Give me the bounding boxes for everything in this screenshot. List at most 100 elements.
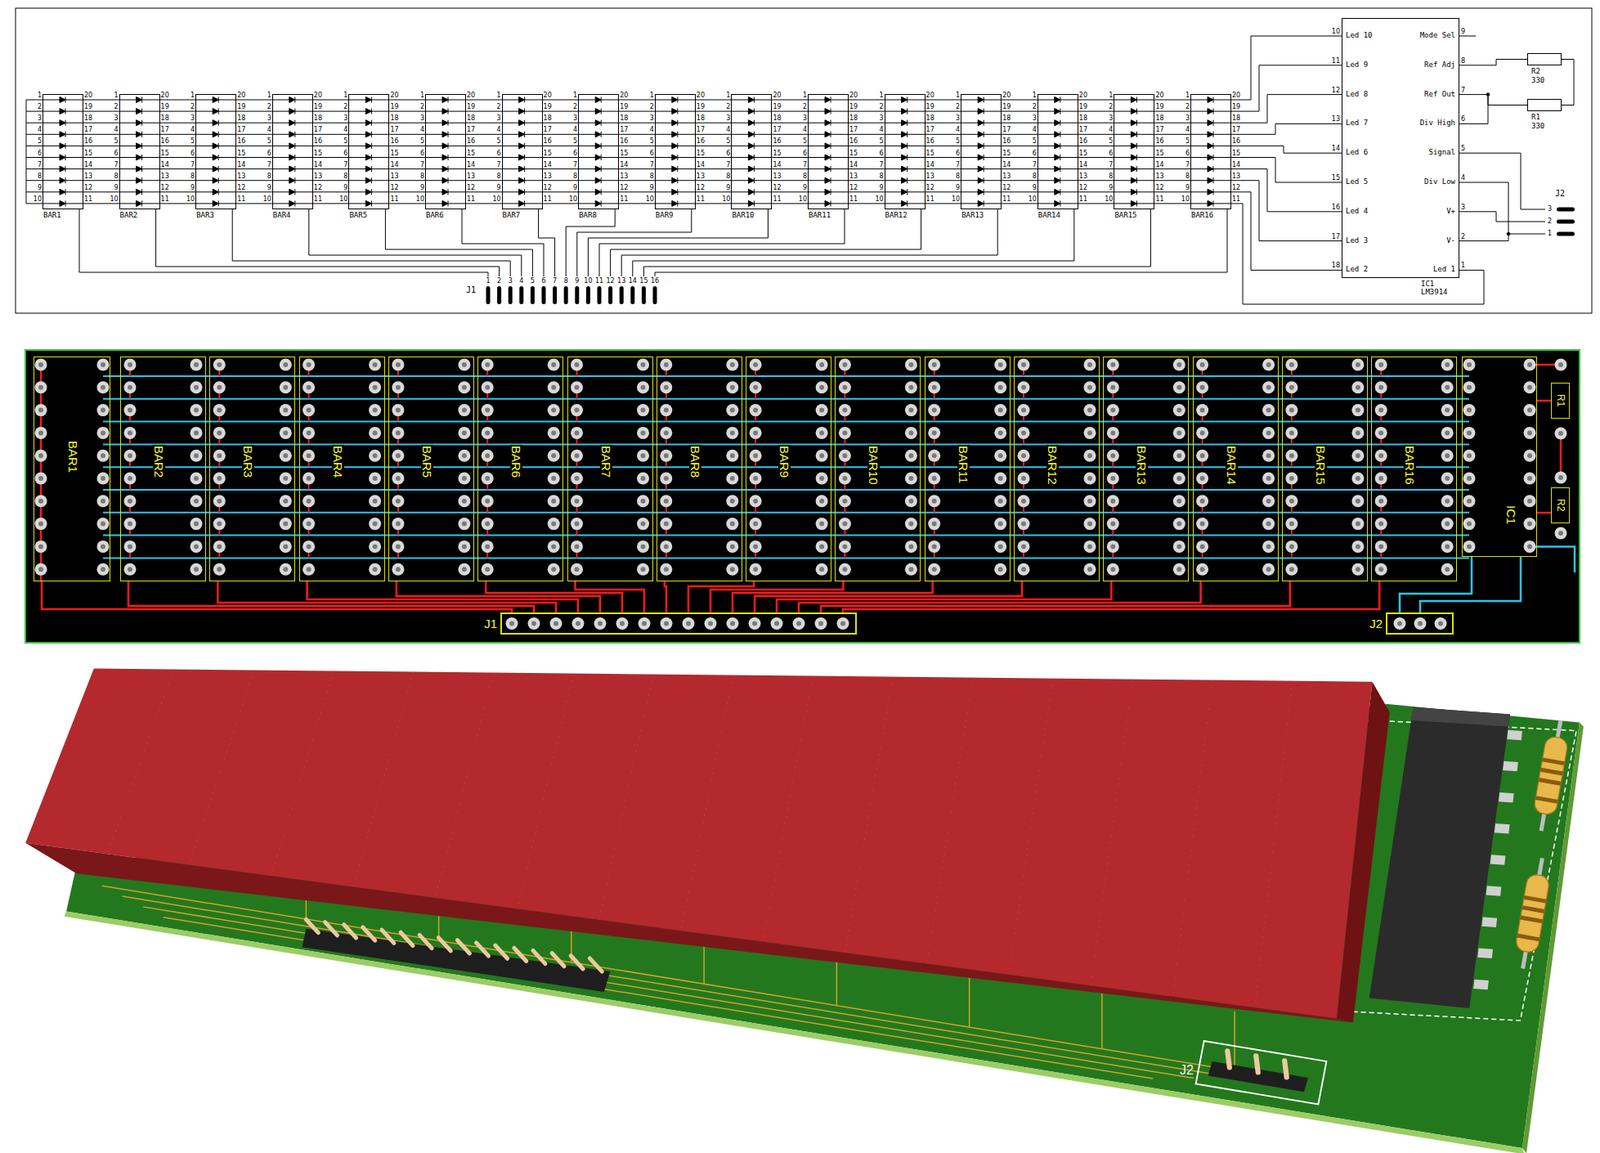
pcb-drill bbox=[461, 498, 467, 504]
diode-bar bbox=[294, 108, 296, 115]
diode-bar bbox=[141, 165, 143, 172]
bus-wire bbox=[389, 111, 426, 113]
diode-lead bbox=[1037, 134, 1055, 135]
pcb-pad bbox=[1107, 494, 1120, 507]
pcb-pad bbox=[1463, 426, 1476, 440]
bus-wire bbox=[466, 168, 502, 170]
pin-number: 17 bbox=[161, 126, 170, 134]
pcb-drill bbox=[282, 566, 288, 572]
pcb-pad bbox=[1107, 426, 1120, 440]
diode-lead bbox=[42, 122, 60, 124]
diode-bar bbox=[830, 165, 832, 172]
diode-bar bbox=[983, 120, 985, 126]
pcb-pad bbox=[927, 380, 941, 394]
diode-lead bbox=[65, 145, 84, 147]
schematic-wire bbox=[385, 209, 533, 277]
diode-symbol bbox=[901, 165, 908, 172]
diode-lead bbox=[195, 111, 213, 113]
pcb-drill bbox=[932, 566, 937, 572]
pcb-drill bbox=[127, 566, 133, 572]
pin-name: V- bbox=[1446, 237, 1456, 245]
diode-bar bbox=[983, 108, 985, 115]
pcb-drill bbox=[100, 385, 106, 390]
diode-symbol bbox=[1054, 177, 1061, 184]
pin-number: 16 bbox=[161, 138, 170, 145]
pcb-pad bbox=[1107, 358, 1120, 372]
pcb-pad bbox=[1441, 494, 1454, 507]
diode-lead bbox=[295, 122, 314, 124]
pcb-pad bbox=[1196, 563, 1209, 576]
bus-wire bbox=[236, 134, 273, 135]
bus-wire bbox=[1001, 191, 1038, 193]
pin-stub bbox=[1459, 35, 1476, 37]
pcb-pad bbox=[1463, 403, 1476, 417]
diode-bar bbox=[218, 165, 220, 172]
part-reference: BAR11 bbox=[957, 444, 970, 485]
diode-lead bbox=[600, 99, 619, 101]
pcb-pad bbox=[481, 358, 494, 372]
bar-footprint: BAR9 bbox=[745, 356, 832, 582]
diode-symbol bbox=[212, 188, 219, 195]
diode-lead bbox=[501, 99, 520, 101]
diode-lead bbox=[600, 111, 619, 113]
diode-bar bbox=[676, 97, 678, 104]
pcb-3d-render bbox=[25, 667, 1584, 1153]
pcb-pad bbox=[457, 517, 471, 530]
pcb-drill bbox=[372, 543, 378, 549]
diode-lead bbox=[753, 111, 772, 113]
pcb-drill bbox=[842, 362, 848, 368]
pcb-pad bbox=[636, 540, 650, 553]
diode-bar bbox=[218, 120, 220, 126]
pcb-drill bbox=[1466, 452, 1472, 458]
diode-symbol bbox=[824, 188, 831, 195]
diode-bar bbox=[1136, 120, 1138, 126]
pcb-pad bbox=[659, 472, 673, 485]
diode-bar bbox=[448, 200, 449, 207]
pcb-pad bbox=[659, 358, 673, 372]
pin-number: 10 bbox=[109, 196, 118, 203]
pcb-pad bbox=[570, 540, 583, 553]
pcb-pad bbox=[1441, 380, 1454, 394]
diode-bar bbox=[676, 120, 678, 126]
bus-wire bbox=[1078, 156, 1115, 158]
diode-lead bbox=[600, 122, 619, 124]
bus-wire bbox=[1078, 111, 1115, 113]
pcb-drill bbox=[1527, 407, 1533, 413]
led-bar-symbol: BAR9 bbox=[654, 94, 696, 210]
diode-lead bbox=[753, 145, 772, 147]
pcb-drill bbox=[38, 430, 44, 435]
pcb-drill bbox=[216, 566, 222, 572]
part-reference: BAR12 bbox=[885, 211, 908, 220]
part-reference: BAR6 bbox=[510, 444, 523, 479]
pcb-drill bbox=[908, 407, 914, 413]
diode-symbol bbox=[136, 200, 143, 207]
pcb-ground bbox=[25, 349, 1580, 643]
diode-bar bbox=[906, 188, 908, 195]
bus-wire bbox=[236, 156, 273, 158]
led-bar-symbol: BAR3 bbox=[195, 94, 237, 210]
pcb-pad bbox=[302, 517, 315, 530]
pcb-drill bbox=[1438, 621, 1444, 627]
diode-lead bbox=[983, 168, 1002, 170]
pcb-pad bbox=[547, 380, 561, 394]
diode-symbol bbox=[442, 143, 449, 149]
pcb-pad bbox=[391, 380, 404, 394]
diode-lead bbox=[195, 134, 213, 135]
diode-lead bbox=[1060, 99, 1079, 101]
schematic-wire bbox=[618, 99, 655, 101]
bus-wire bbox=[771, 168, 808, 170]
header-pin bbox=[457, 940, 470, 954]
part-reference: IC1 bbox=[1420, 280, 1435, 288]
bus-wire bbox=[1154, 122, 1191, 124]
diode-lead bbox=[1190, 134, 1208, 135]
diode-lead bbox=[65, 202, 84, 204]
pin-number: 6 bbox=[190, 150, 195, 157]
pcb-pad bbox=[1523, 540, 1537, 553]
diode-bar bbox=[1059, 131, 1061, 138]
pcb-pad bbox=[994, 472, 1007, 485]
header-pin bbox=[325, 922, 338, 936]
pcb-pad bbox=[97, 426, 110, 440]
bus-wire bbox=[542, 111, 579, 113]
pin-number: 19 bbox=[161, 103, 170, 111]
pcb-pad bbox=[749, 358, 762, 372]
